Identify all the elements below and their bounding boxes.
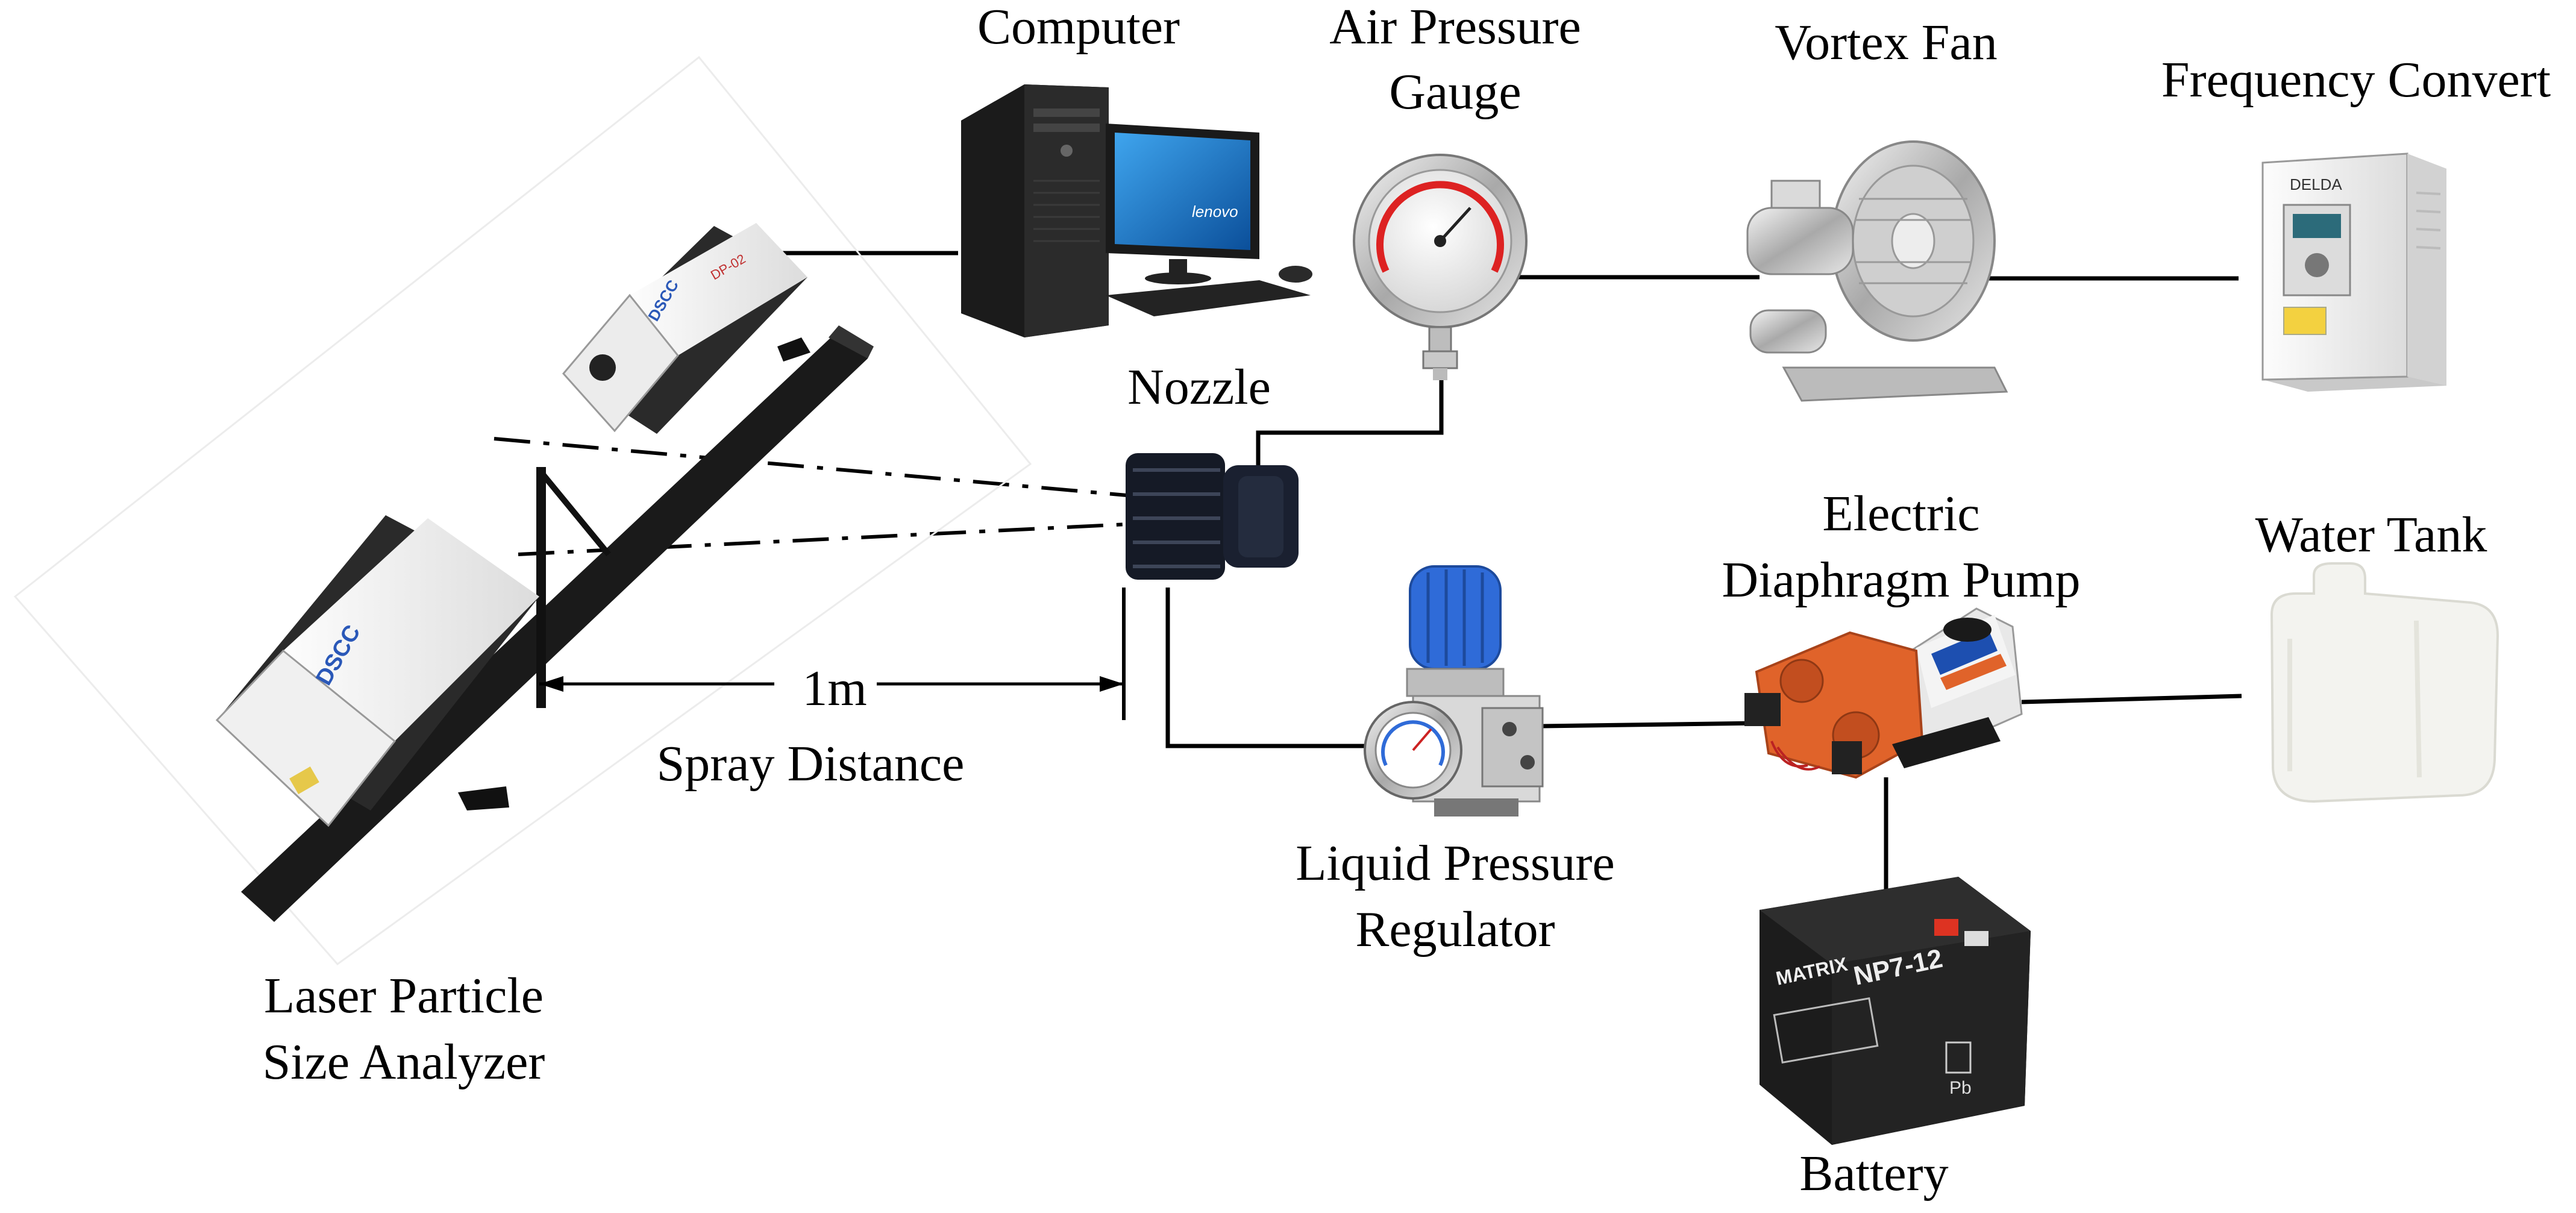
wire-gauge-nozzle [1256, 377, 1444, 476]
computer-mouse [1279, 266, 1312, 283]
electric-diaphragm-pump [1744, 607, 2023, 779]
label-laser-line1: Laser Particle [264, 968, 544, 1024]
monitor-screen [1115, 133, 1250, 250]
laser-beam-lines [494, 437, 1127, 556]
vortex-fan [1746, 140, 2008, 402]
label-laser-line2: Size Analyzer [263, 1034, 545, 1090]
component-labels: Computer Air Pressure Gauge Vortex Fan F… [263, 0, 2551, 1202]
label-frequency-convert: Frequency Convert [2161, 52, 2551, 108]
label-liquid-regulator-line1: Liquid Pressure [1296, 835, 1615, 891]
liquid-pressure-regulator [1364, 565, 1544, 817]
label-liquid-regulator-line2: Regulator [1355, 901, 1555, 958]
label-electric-pump-line2: Diaphragm Pump [1722, 552, 2081, 608]
battery-chem: Pb [1949, 1078, 1972, 1098]
label-water-tank: Water Tank [2255, 507, 2487, 563]
label-computer: Computer [977, 0, 1180, 55]
battery: MATRIX NP7-12 Pb [1760, 877, 2031, 1145]
distance-value-label: 1m [802, 660, 867, 716]
label-nozzle: Nozzle [1127, 359, 1271, 415]
label-electric-pump-line1: Electric [1822, 486, 1979, 542]
label-battery: Battery [1799, 1146, 1948, 1202]
spray-distance-dimension: 1m [539, 588, 1126, 720]
monitor-brand-logo: lenovo [1192, 202, 1238, 221]
nozzle [1126, 453, 1299, 580]
connection-wires [747, 251, 2242, 904]
computer-keyboard [1106, 280, 1311, 316]
computer: lenovo [961, 84, 1312, 337]
wire-nozzle-regulator [1165, 588, 1368, 748]
frequency-converter: DELDA [2261, 152, 2446, 392]
laser-beam-upper [494, 437, 1127, 497]
label-vortex-fan: Vortex Fan [1775, 14, 1997, 71]
analyzer-emitter-box: DSCC [215, 515, 539, 827]
laser-particle-size-analyzer: DSCC DP-02 DSCC [13, 55, 1032, 966]
analyzer-receiver-box: DSCC DP-02 [562, 223, 807, 434]
water-tank [2270, 562, 2499, 803]
regulator-blue-knob [1409, 565, 1502, 670]
label-air-gauge-line1: Air Pressure [1329, 0, 1581, 55]
label-spray-distance: Spray Distance [657, 736, 965, 792]
inverter-brand: DELDA [2290, 175, 2342, 193]
air-pressure-gauge [1353, 154, 1528, 380]
label-air-gauge-line2: Gauge [1389, 64, 1521, 120]
wire-pump-watertank [2021, 694, 2242, 704]
wire-regulator-pump [1542, 721, 1760, 729]
